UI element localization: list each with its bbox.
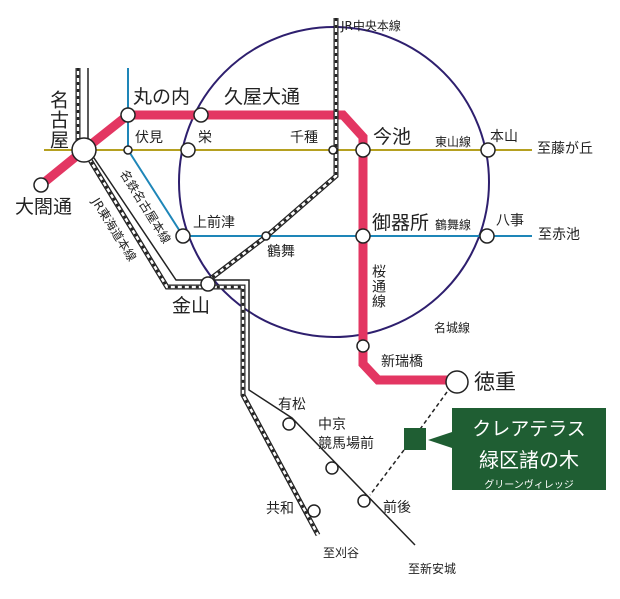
- label-kyowa: 共和: [266, 501, 294, 517]
- label-nagoya: 名古屋: [47, 90, 69, 150]
- station-hisayaodori[interactable]: [193, 107, 209, 123]
- label-tsurumai: 鶴舞: [267, 244, 295, 260]
- direction-akaike: 至赤池: [538, 227, 580, 243]
- station-kanayama[interactable]: [200, 276, 216, 292]
- station-imaike[interactable]: [355, 142, 371, 158]
- property-marker: [404, 428, 426, 450]
- station-chukyo-keibajomae[interactable]: [325, 461, 339, 475]
- station-zengo[interactable]: [357, 494, 371, 508]
- label-tsurumai-line: 鶴舞線: [435, 218, 472, 232]
- label-chukyo-2: 競馬場前: [318, 436, 374, 452]
- direction-fujigaoka: 至藤が丘: [537, 141, 593, 157]
- label-shinmizuhashi: 新瑞橋: [381, 354, 423, 370]
- jr-north-line: [75, 68, 89, 150]
- label-higashiyama: 東山線: [435, 135, 472, 149]
- station-tokushige[interactable]: [445, 370, 469, 394]
- label-chikusa: 千種: [290, 130, 318, 146]
- station-yagoto[interactable]: [479, 228, 495, 244]
- label-zengo: 前後: [383, 500, 411, 516]
- label-imaike: 今池: [373, 126, 412, 148]
- callout-pointer: [428, 432, 452, 448]
- label-chukyo-1: 中京: [318, 417, 346, 433]
- station-motoyama[interactable]: [480, 142, 496, 158]
- label-sakae: 栄: [198, 130, 212, 146]
- station-shinmizuhashi[interactable]: [356, 339, 370, 353]
- label-yagoto: 八事: [496, 213, 524, 229]
- property-subtitle: グリーンヴィレッジ: [484, 480, 574, 491]
- station-tsurumai[interactable]: [261, 231, 271, 241]
- label-motoyama: 本山: [490, 129, 518, 145]
- label-gokiso: 御器所: [372, 212, 430, 234]
- jr-tokaido-line: [81, 148, 321, 537]
- station-sakae[interactable]: [180, 142, 196, 158]
- label-jr-chuo: JR中央本線: [341, 19, 401, 33]
- direction-kariya: 至刈谷: [323, 546, 360, 560]
- label-sakuradori: 桜通線: [370, 264, 386, 309]
- station-kyowa[interactable]: [307, 504, 321, 518]
- label-kanayama: 金山: [172, 295, 211, 317]
- label-arimatsu: 有松: [278, 397, 306, 413]
- label-meijo: 名城線: [434, 321, 471, 335]
- label-hisayaodori: 久屋大通: [224, 86, 301, 108]
- station-nagoya[interactable]: [71, 137, 97, 163]
- label-marunouchi: 丸の内: [133, 86, 191, 108]
- station-chikusa[interactable]: [328, 145, 338, 155]
- label-taikodori: 大閤通: [15, 196, 73, 218]
- label-fushimi: 伏見: [135, 130, 163, 146]
- property-callout: クレアテラス 緑区諸の木 グリーンヴィレッジ: [452, 408, 606, 491]
- station-fushimi[interactable]: [123, 145, 133, 155]
- label-tokushige: 徳重: [474, 370, 516, 394]
- meitetsu-line: [91, 154, 416, 546]
- connector-tokushige: [417, 391, 448, 433]
- direction-shinanjo: 至新安城: [408, 562, 457, 576]
- label-kamimaezu: 上前津: [193, 215, 235, 231]
- property-name-line2: 緑区諸の木: [479, 448, 579, 472]
- station-kamimaezu[interactable]: [175, 228, 191, 244]
- station-marunouchi[interactable]: [120, 107, 136, 123]
- station-gokiso[interactable]: [355, 228, 371, 244]
- property-name-line1: クレアテラス: [472, 418, 586, 440]
- connector-zengo: [369, 449, 405, 496]
- station-arimatsu[interactable]: [282, 417, 296, 431]
- jr-chuo-line: [203, 18, 339, 285]
- station-taikodori[interactable]: [33, 177, 49, 193]
